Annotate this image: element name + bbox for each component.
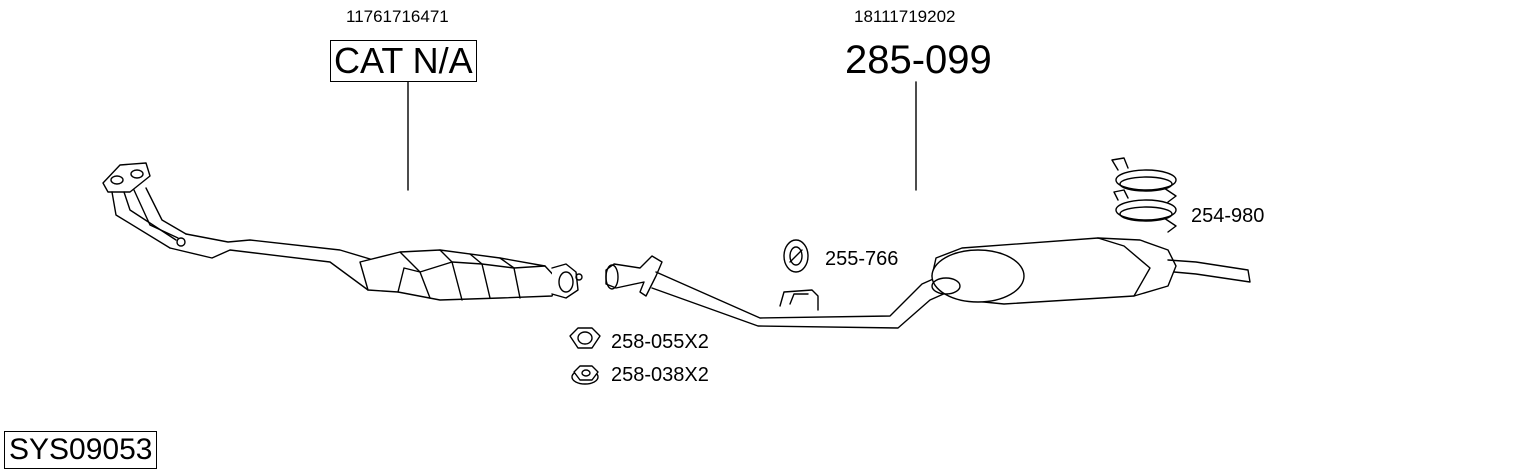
rear-silencer-oe-number: 18111719202	[854, 7, 956, 26]
rubber-mount-label: 255-766	[825, 248, 899, 270]
front-pipe-with-catalyst	[102, 162, 583, 301]
clamp-icon	[1111, 157, 1177, 233]
clamp-label: 254-980	[1191, 205, 1265, 227]
hex-nut-large-icon	[569, 327, 601, 349]
middle-pipe-and-silencer	[605, 237, 1251, 329]
catalytic-part-label: CAT N/A	[330, 40, 477, 82]
flange-nut-small-icon	[571, 365, 599, 385]
system-code-badge: SYS09053	[4, 431, 158, 469]
flange-nut-small-label: 258-038X2	[611, 364, 709, 386]
rear-silencer-part-number: 285-099	[845, 38, 992, 82]
catalytic-oe-number: 11761716471	[346, 7, 449, 26]
hex-nut-large-label: 258-055X2	[611, 331, 709, 353]
rubber-mount-icon	[783, 239, 809, 273]
